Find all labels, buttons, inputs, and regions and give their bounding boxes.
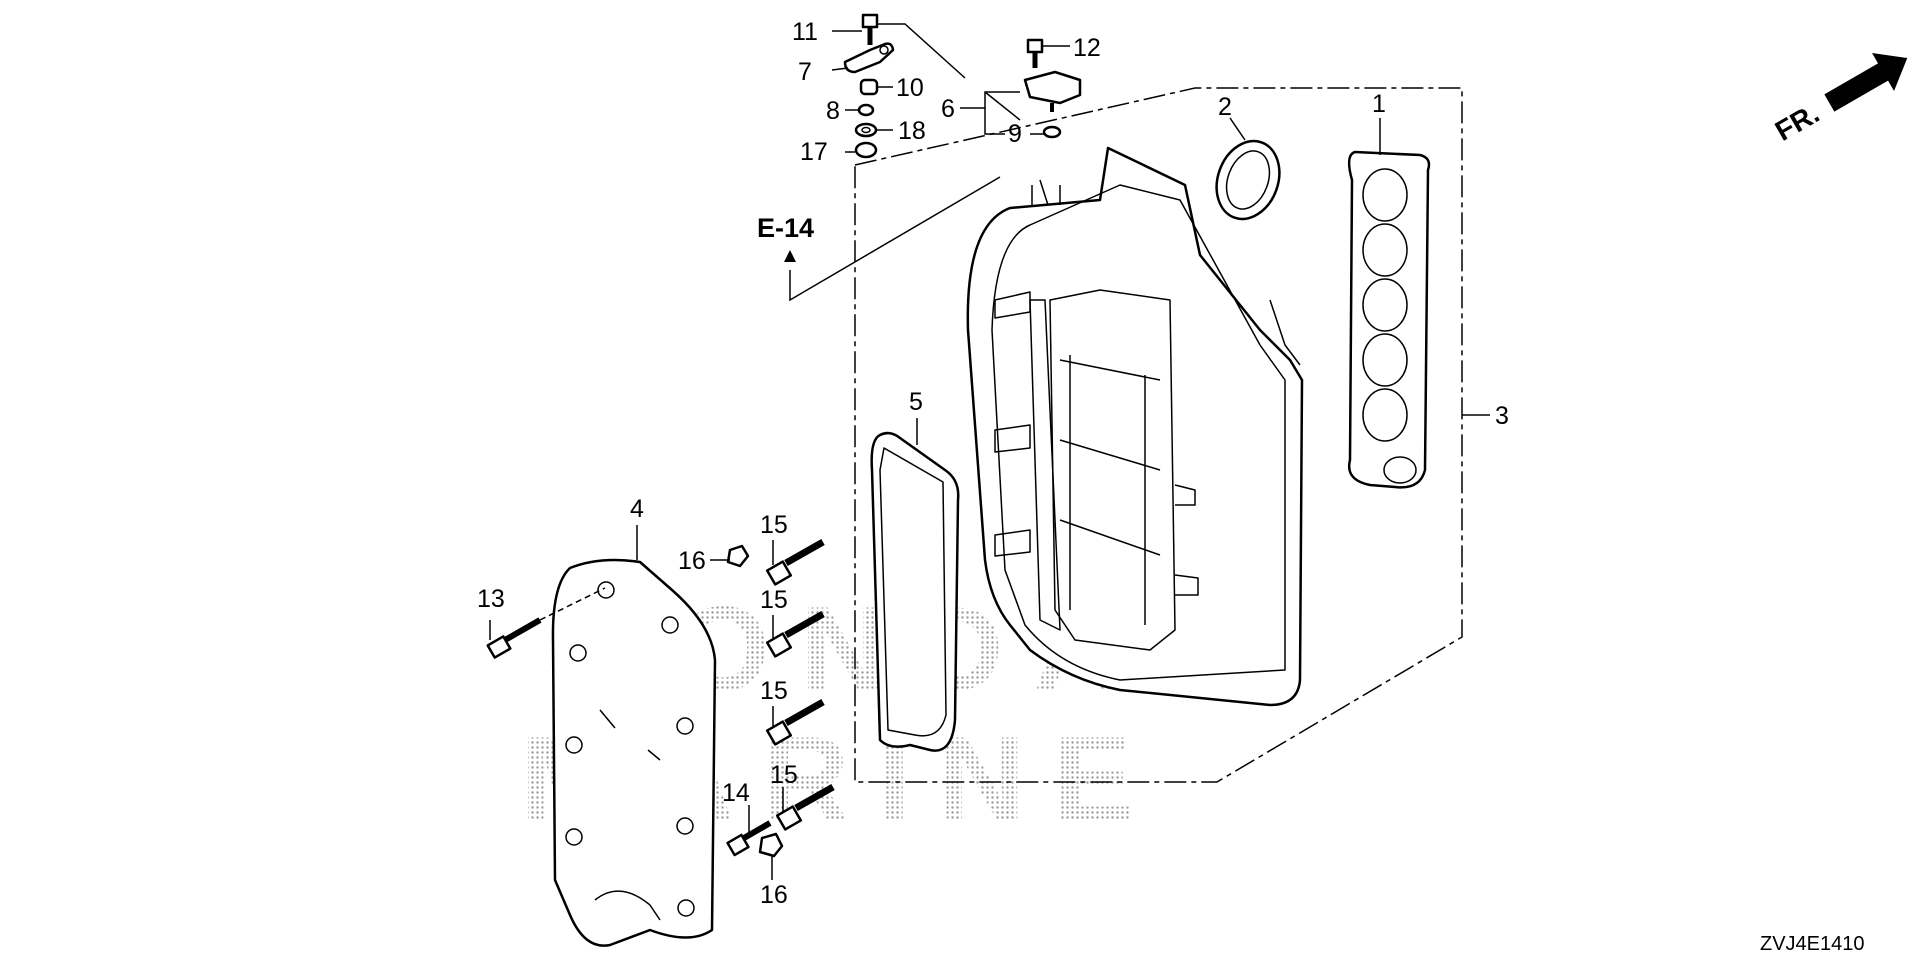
bolt-13[interactable] — [486, 587, 606, 659]
callout-15-a[interactable]: 15 — [760, 511, 788, 539]
map-sensor-6[interactable] — [1023, 70, 1082, 112]
o-ring-9[interactable] — [1042, 125, 1062, 139]
callout-13[interactable]: 13 — [477, 585, 505, 613]
front-label: FR. — [1770, 97, 1825, 146]
callout-4[interactable]: 4 — [630, 495, 644, 523]
leader-lines — [489, 23, 1490, 880]
diagram-code: ZVJ4E1410 — [1760, 933, 1865, 955]
cover-gasket[interactable] — [870, 431, 960, 752]
callouts: 1 2 3 4 5 6 7 8 9 10 11 12 13 14 15 15 1… — [477, 18, 1509, 909]
callout-12[interactable]: 12 — [1073, 34, 1101, 62]
callout-15-d[interactable]: 15 — [770, 761, 798, 789]
callout-16-a[interactable]: 16 — [678, 547, 706, 575]
nut-16-lower[interactable] — [758, 832, 784, 858]
silencer-case[interactable] — [966, 146, 1304, 707]
callout-18[interactable]: 18 — [898, 117, 926, 145]
nut-16-upper[interactable] — [726, 544, 750, 568]
reference-e14[interactable]: E-14 — [757, 176, 1001, 302]
callout-2[interactable]: 2 — [1218, 93, 1232, 121]
grommet-10[interactable] — [859, 78, 879, 96]
outer-cover[interactable] — [551, 558, 717, 947]
callout-8[interactable]: 8 — [826, 97, 840, 125]
bolt-15-a[interactable] — [765, 538, 825, 586]
manifold-gasket[interactable] — [1347, 150, 1431, 489]
callout-15-c[interactable]: 15 — [760, 677, 788, 705]
bolt-11[interactable] — [861, 13, 879, 45]
callout-9[interactable]: 9 — [1008, 120, 1022, 148]
callout-3[interactable]: 3 — [1495, 402, 1509, 430]
bolt-12[interactable] — [1026, 38, 1044, 68]
collar-8[interactable] — [857, 103, 875, 117]
callout-5[interactable]: 5 — [909, 388, 923, 416]
callout-16-b[interactable]: 16 — [760, 881, 788, 909]
washer-18[interactable] — [854, 122, 878, 138]
grommet-17[interactable] — [854, 141, 878, 159]
callout-17[interactable]: 17 — [800, 138, 828, 166]
callout-14[interactable]: 14 — [722, 779, 750, 807]
assembly-boundary — [854, 87, 1463, 783]
bracket-7[interactable] — [843, 42, 895, 74]
callout-1[interactable]: 1 — [1372, 90, 1386, 118]
callout-15-b[interactable]: 15 — [760, 586, 788, 614]
front-arrow-icon: FR. — [1770, 52, 1908, 147]
callout-6[interactable]: 6 — [941, 95, 955, 123]
reference-label: E-14 — [757, 213, 814, 243]
callout-7[interactable]: 7 — [798, 58, 812, 86]
callout-10[interactable]: 10 — [896, 74, 924, 102]
ring-seal[interactable] — [1206, 132, 1290, 228]
callout-11[interactable]: 11 — [792, 18, 818, 46]
bolt-15-d[interactable] — [775, 783, 835, 831]
